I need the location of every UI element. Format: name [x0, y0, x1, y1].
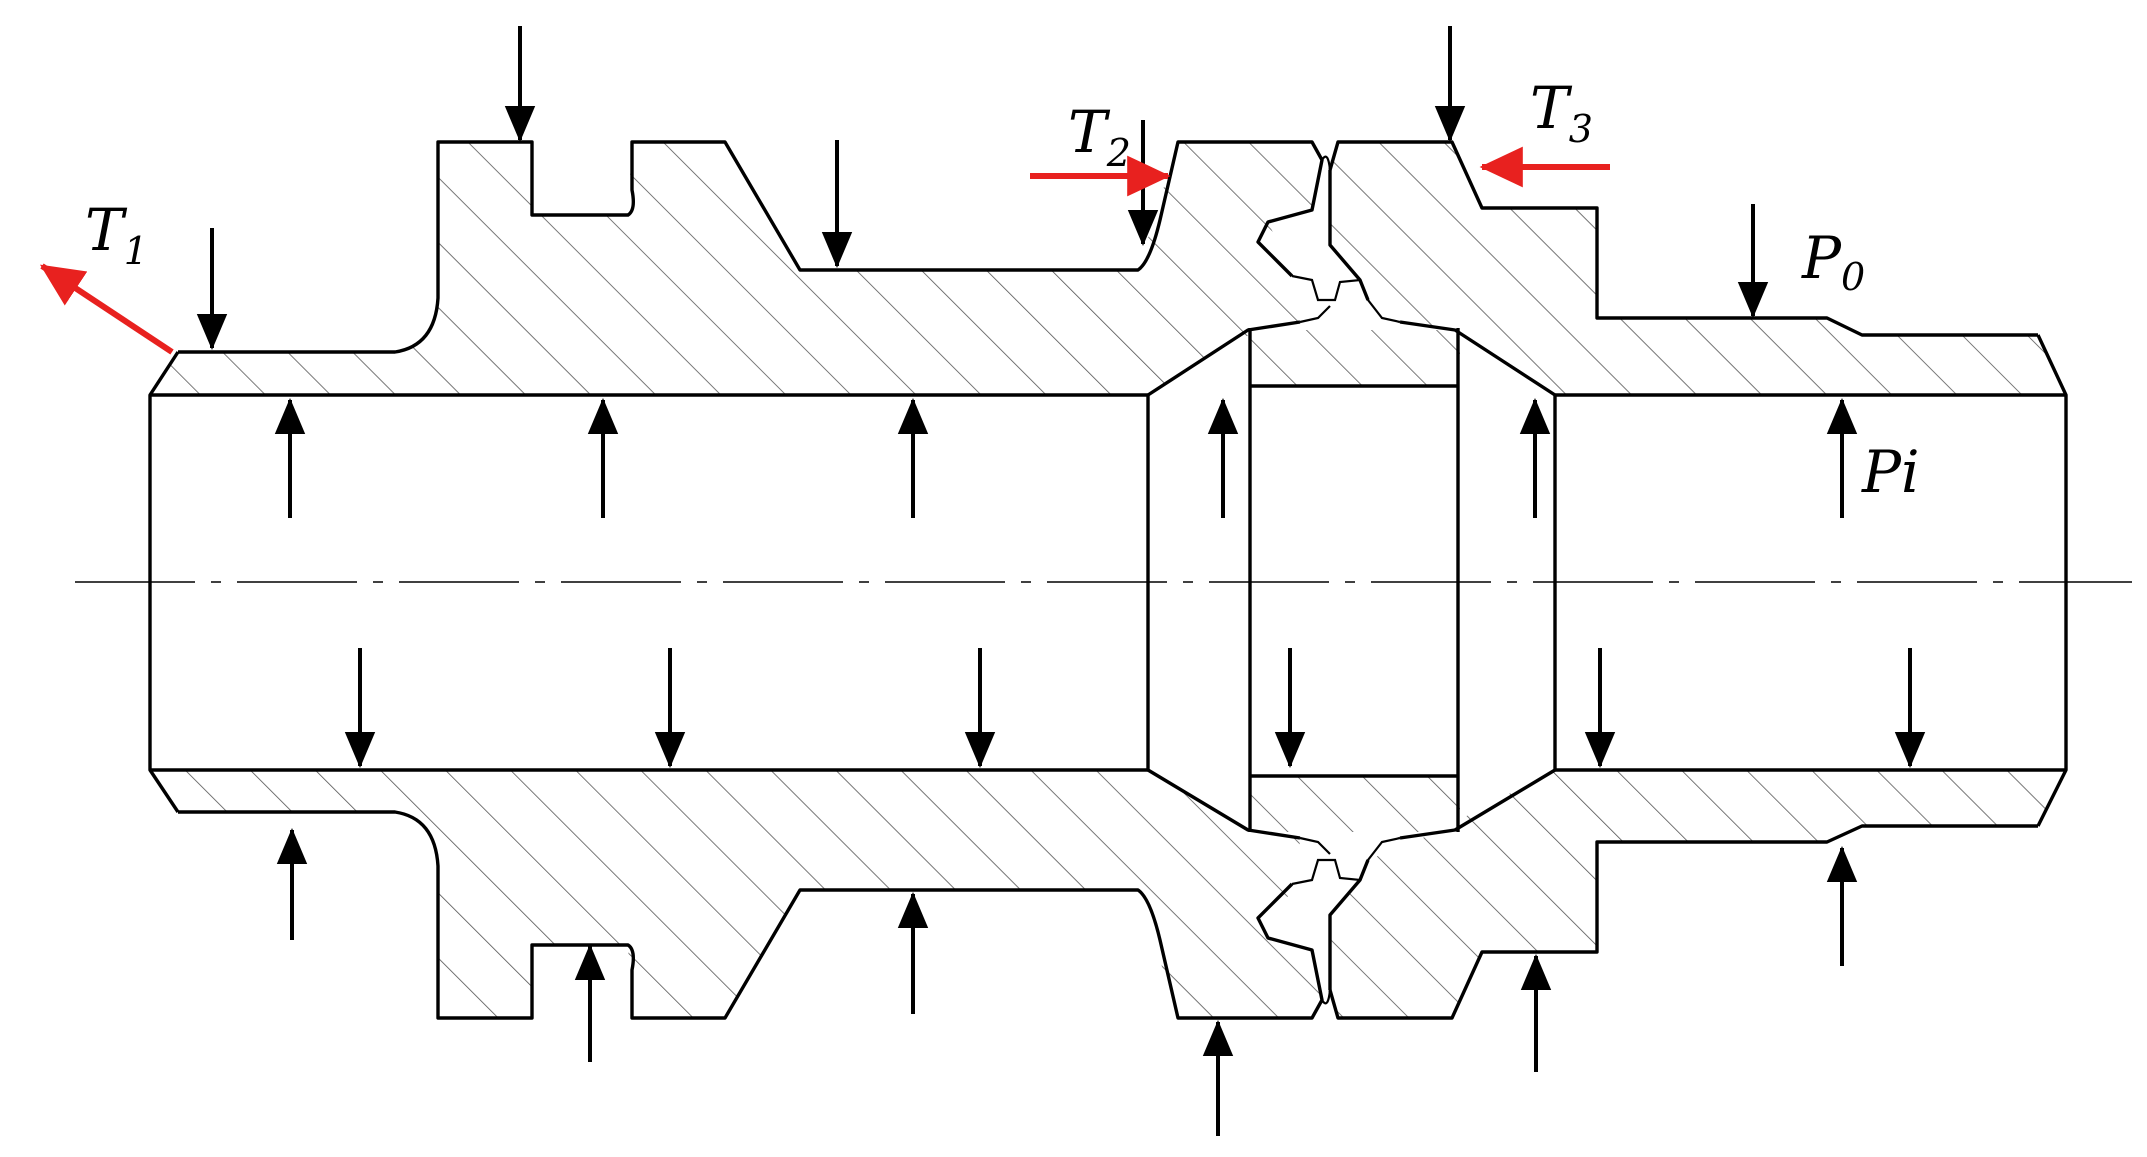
lower-parting-line — [1321, 989, 1332, 1005]
upper-left-profile — [178, 140, 1324, 354]
lower-seal-groove — [1291, 836, 1401, 886]
upper-left-cone — [1147, 320, 1301, 397]
lower-left-profile — [178, 810, 1324, 1020]
lower-right-profile — [1328, 824, 2038, 1020]
load-arrows — [196, 26, 1926, 1136]
upper-right-section — [1330, 142, 2066, 395]
right-pipe-bore — [2036, 334, 2068, 827]
upper-right-profile — [1328, 140, 2038, 337]
lower-left-cone — [1147, 768, 1301, 840]
upper-parting-line — [1321, 155, 1332, 171]
label-t3: T3 — [1530, 74, 1593, 151]
seal-ring-upper-section — [1250, 330, 1460, 386]
label-t1: T1 — [85, 196, 148, 273]
upper-left-section — [150, 142, 1322, 395]
part-outlines — [148, 140, 2068, 1020]
labels: T1 T2 T3 P0 Pi — [85, 74, 1920, 506]
section-hatching — [150, 142, 2066, 1018]
label-p0: P0 — [1801, 224, 1865, 299]
lower-left-section — [150, 770, 1322, 1018]
t1-arrow — [39, 263, 174, 355]
lower-right-section — [1330, 770, 2066, 1018]
label-pi: Pi — [1861, 438, 1920, 506]
upper-seal-groove — [1291, 274, 1401, 324]
upper-right-cone — [1399, 320, 1556, 397]
label-t2: T2 — [1068, 98, 1131, 175]
thrust-arrows — [39, 146, 1610, 355]
lower-right-cone — [1399, 768, 1556, 840]
seal-ring-lower-section — [1250, 776, 1460, 832]
